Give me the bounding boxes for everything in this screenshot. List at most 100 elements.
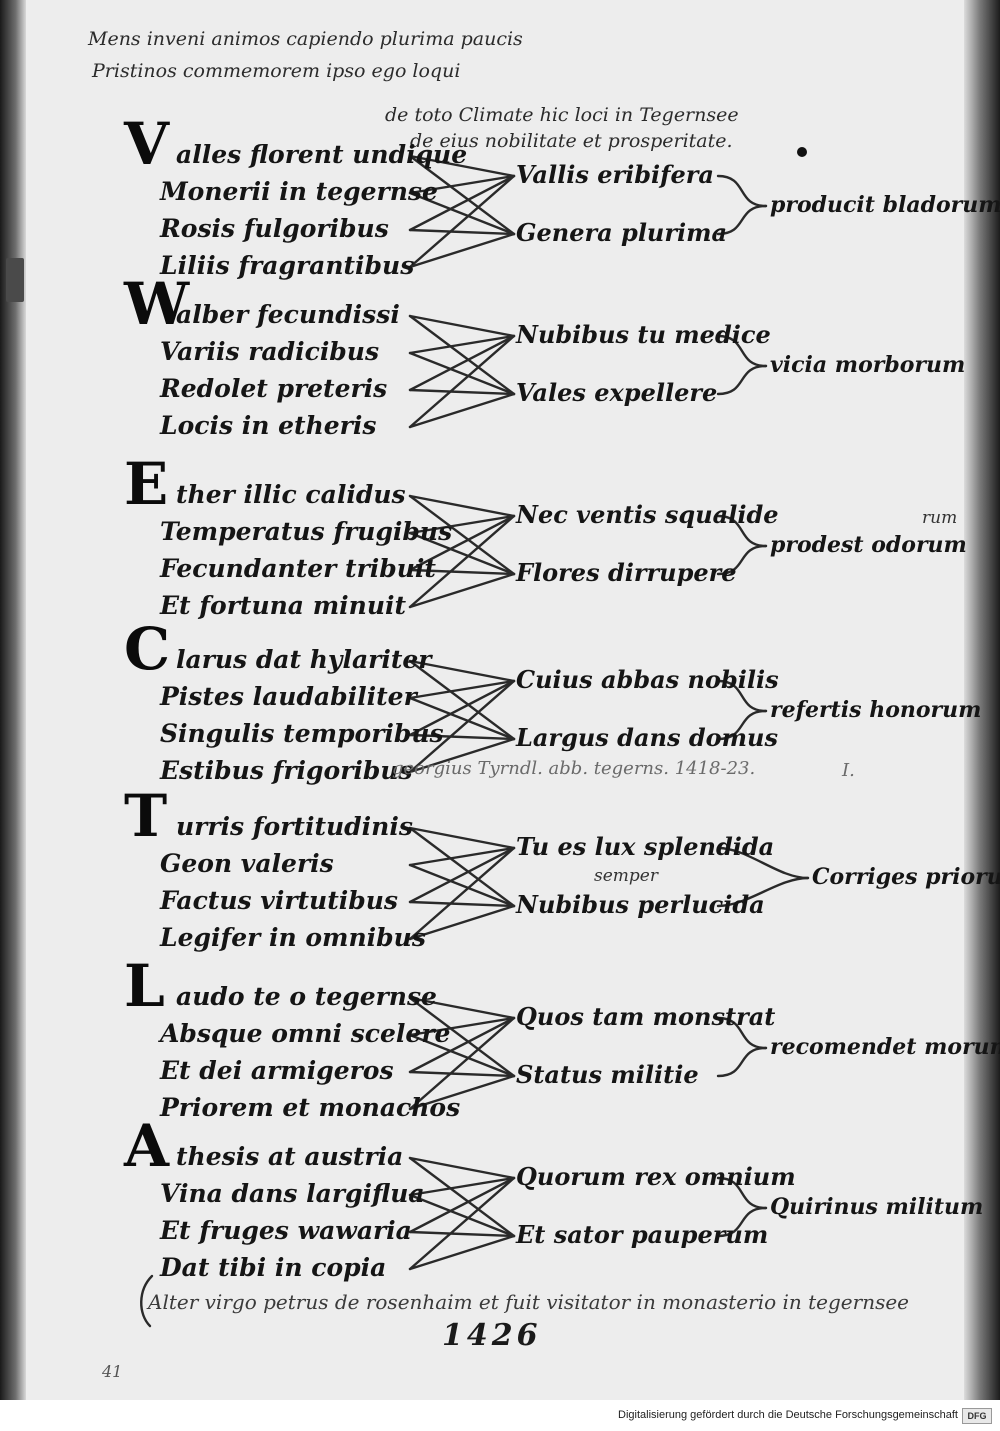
stanza-5-connector-7 — [408, 900, 516, 908]
stanza-5-line-1: urris fortitudinis — [176, 812, 413, 841]
stanza-6-line-3: Et dei armigeros — [160, 1056, 394, 1085]
stanza-5-line-2: Geon valeris — [160, 849, 334, 878]
stanza-1-connector-1 — [408, 154, 516, 178]
stanza-1-connector-3 — [408, 154, 516, 236]
stanza-4-connector-6 — [408, 679, 516, 774]
stanza-7-line-3: Et fruges wawaria — [160, 1216, 412, 1245]
stanza-6-connector-4 — [408, 1033, 516, 1078]
stanza-1-brace-1 — [716, 174, 768, 208]
stanza-6-connector-6 — [408, 1016, 516, 1111]
stanza-6-connector-8 — [408, 1074, 516, 1111]
stanza-1-line-2: Monerii in tegernse — [160, 177, 438, 206]
stanza-1-middle-1: Vallis eribifera — [516, 160, 714, 189]
stanza-5-line-4: Legifer in omnibus — [160, 923, 426, 952]
binding-tab — [6, 258, 24, 302]
stanza-5-connector-5 — [408, 846, 516, 904]
stanza-5-middle-2: Nubibus perlucida — [516, 890, 765, 919]
stanza-3-connector-7 — [408, 568, 516, 576]
colophon-bracket — [140, 1274, 154, 1328]
stanza-3-line-2: Temperatus frugibus — [160, 517, 453, 546]
page-edge-right — [964, 0, 1000, 1400]
stanza-3-line-3: Fecundanter tribuit — [160, 554, 436, 583]
stanza-2-line-4: Locis in etheris — [160, 411, 377, 440]
stanza-7-connector-1 — [408, 1156, 516, 1180]
stanza-5-line-3: Factus virtutibus — [160, 886, 399, 915]
stanza-7-middle-2: Et sator pauperum — [516, 1220, 769, 1249]
stanza-6-result: recomendet morum — [770, 1034, 1000, 1060]
stanza-5-connector-4 — [408, 863, 516, 908]
stanza-5-connector-3 — [408, 826, 516, 908]
stanza-7-initial: A — [124, 1112, 170, 1180]
stanza-4-line-4: Estibus frigoribus — [160, 756, 413, 785]
stanza-5-connector-1 — [408, 826, 516, 850]
stanza-7-line-4: Dat tibi in copia — [160, 1253, 387, 1282]
stanza-4-connector-2 — [408, 679, 516, 700]
stanza-7-brace-2 — [716, 1206, 768, 1238]
stanza-6-line-2: Absque omni scelere — [160, 1019, 451, 1048]
stanza-5-middle-1: Tu es lux splendida — [516, 832, 775, 861]
stanza-1-result: producit bladorum — [770, 192, 1000, 218]
stanza-4-connector-3 — [408, 659, 516, 741]
header-line-3: de toto Climate hic loci in Tegernsee — [385, 104, 739, 126]
stanza-2-connector-6 — [408, 334, 516, 429]
stanza-3-middle-2: Flores dirrupere — [516, 558, 737, 587]
stanza-1-line-4: Liliis fragrantibus — [160, 251, 415, 280]
funding-credit: Digitalisierung gefördert durch die Deut… — [618, 1409, 958, 1421]
colophon-date: 1426 — [442, 1318, 542, 1353]
pencil-annotation: georgius Tyrndl. abb. tegerns. 1418-23. — [392, 758, 756, 779]
stanza-4-line-2: Pistes laudabiliter — [160, 682, 417, 711]
stanza-2-line-2: Variis radicibus — [160, 337, 380, 366]
stanza-4-middle-2: Largus dans domus — [516, 723, 778, 752]
stanza-7-result: Quirinus militum — [770, 1194, 984, 1220]
stanza-3-connector-2 — [408, 514, 516, 535]
stanza-2-connector-7 — [408, 388, 516, 396]
stanza-3-connector-1 — [408, 494, 516, 518]
stanza-5-connector-8 — [408, 904, 516, 941]
stanza-3-connector-4 — [408, 531, 516, 576]
stanza-4-line-3: Singulis temporibus — [160, 719, 444, 748]
header-line-2: Pristinos commemorem ipso ego loqui — [92, 60, 461, 82]
stanza-3-connector-6 — [408, 514, 516, 609]
stanza-1-connector-5 — [408, 174, 516, 232]
stanza-4-line-1: larus dat hylariter — [176, 645, 432, 674]
stanza-5-brace-2 — [716, 876, 810, 908]
stanza-1-middle-2: Genera plurima — [516, 218, 728, 247]
stanza-1-initial: V — [124, 110, 170, 178]
stanza-2-connector-2 — [408, 334, 516, 355]
stanza-7-connector-4 — [408, 1193, 516, 1238]
stanza-6-middle-1: Quos tam monstrat — [516, 1002, 776, 1031]
stanza-3-connector-3 — [408, 494, 516, 576]
stanza-4-connector-1 — [408, 659, 516, 683]
ink-blot — [797, 147, 807, 157]
stanza-4-result: refertis honorum — [770, 697, 982, 723]
stanza-6-line-4: Priorem et monachos — [160, 1093, 461, 1122]
stanza-2-line-1: alber fecundissi — [176, 300, 400, 329]
stanza-3-line-1: ther illic calidus — [176, 480, 406, 509]
stanza-7-connector-6 — [408, 1176, 516, 1271]
stanza-2-brace-1 — [716, 334, 768, 368]
binding-edge-left — [0, 0, 26, 1400]
stanza-6-middle-2: Status militie — [516, 1060, 699, 1089]
stanza-2-brace-2 — [716, 364, 768, 396]
stanza-2-connector-5 — [408, 334, 516, 392]
colophon: Alter virgo petrus de rosenhaim et fuit … — [148, 1290, 910, 1314]
stanza-1-connector-8 — [408, 232, 516, 269]
stanza-1-connector-2 — [408, 174, 516, 195]
stanza-3-brace-2 — [716, 544, 768, 576]
stanza-7-brace-1 — [716, 1176, 768, 1210]
stanza-2-initial: W — [124, 270, 190, 338]
header-line-4: de eius nobilitate et prosperitate. — [410, 130, 733, 152]
interlinear-gloss-semper: semper — [594, 866, 658, 886]
footer-bar: Digitalisierung gefördert durch die Deut… — [0, 1400, 1000, 1431]
stanza-4-connector-8 — [408, 737, 516, 774]
stanza-2-connector-8 — [408, 392, 516, 429]
stanza-7-connector-7 — [408, 1230, 516, 1238]
stanza-3-line-4: Et fortuna minuit — [160, 591, 407, 620]
stanza-7-connector-2 — [408, 1176, 516, 1197]
manuscript-page: Mens inveni animos capiendo plurima pauc… — [0, 0, 1000, 1400]
stanza-1-connector-6 — [408, 174, 516, 269]
stanza-7-line-1: thesis at austria — [176, 1142, 404, 1171]
connector-lines — [140, 147, 810, 1328]
stanza-2-middle-2: Vales expellere — [516, 378, 718, 407]
stanza-6-brace-1 — [716, 1016, 768, 1050]
